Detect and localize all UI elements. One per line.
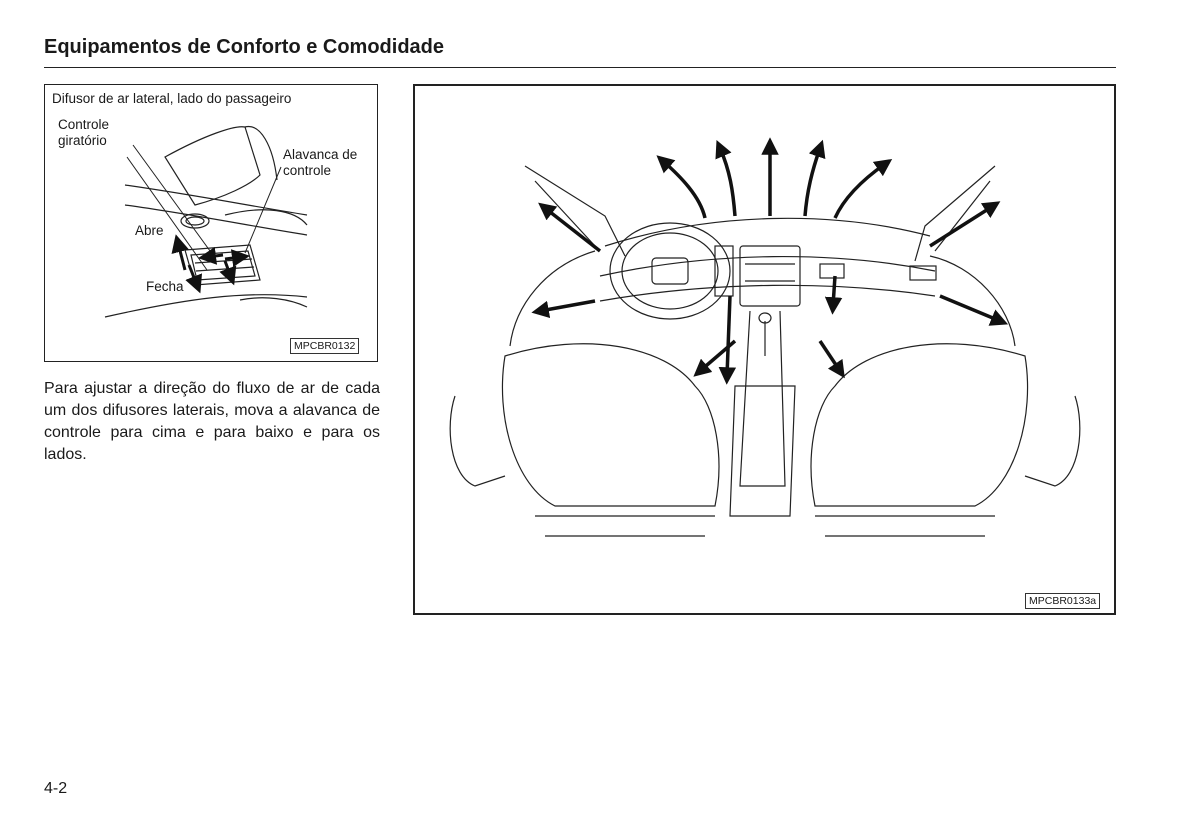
title-divider (44, 67, 1116, 68)
interior-airflow-illustration (449, 137, 1081, 537)
control-lever-label: Alavanca de controle (283, 147, 358, 178)
figure-code: MPCBR0133a (1025, 593, 1101, 609)
figure-caption: Difusor de ar lateral, lado do passageir… (52, 91, 292, 106)
page-number: 4-2 (44, 780, 68, 797)
open-label: Abre (135, 223, 164, 238)
interior-airflow-figure: MPCBR0133a (413, 84, 1116, 615)
side-vent-illustration (104, 126, 308, 318)
side-vent-figure: Difusor de ar lateral, lado do passageir… (44, 84, 378, 362)
figure-code: MPCBR0132 (290, 338, 360, 354)
page-title: Equipamentos de Conforto e Comodidade (44, 36, 445, 58)
rotary-control-label: Controle giratório (58, 117, 110, 148)
body-paragraph: Para ajustar a direção do fluxo de ar de… (44, 380, 380, 463)
close-label: Fecha (146, 279, 184, 294)
